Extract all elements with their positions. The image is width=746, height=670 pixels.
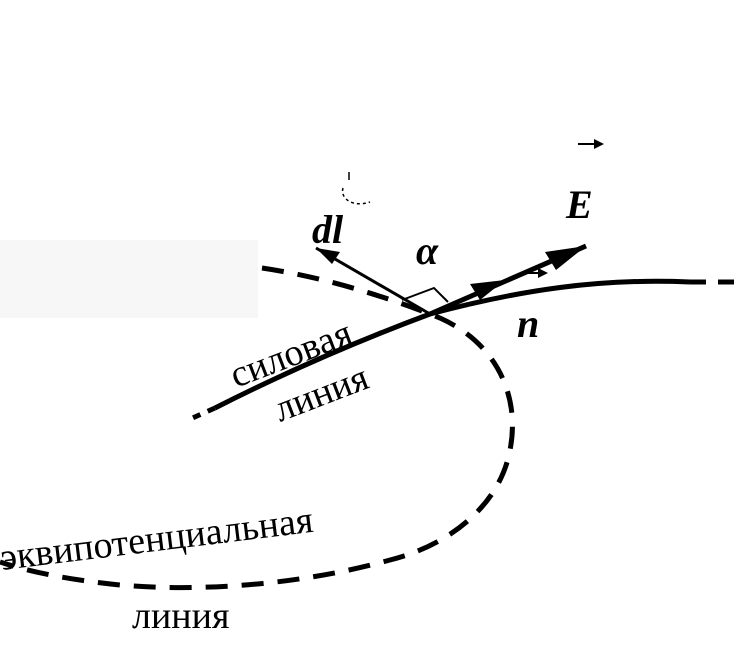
e-vector-arrowhead <box>545 246 586 270</box>
alpha-label: α <box>416 228 439 273</box>
equipotential-line <box>0 265 515 591</box>
equipotential-label-word2: линия <box>132 595 229 637</box>
field-line-direction-arrowhead <box>470 280 505 300</box>
dl-overarrow-dotted <box>341 187 371 205</box>
dl-label: dl <box>312 207 344 252</box>
equipotential-label-word1: эквипотенциальная <box>0 499 315 579</box>
dl-vector-arrowhead <box>316 248 340 264</box>
background-patch <box>0 240 258 318</box>
n-label: n <box>517 301 539 346</box>
n-overarrow-head <box>538 268 548 278</box>
e-overarrow-head <box>594 139 604 149</box>
e-label: E <box>565 182 593 227</box>
field-line-dashed-left <box>186 405 217 423</box>
right-angle-marker <box>401 286 449 303</box>
